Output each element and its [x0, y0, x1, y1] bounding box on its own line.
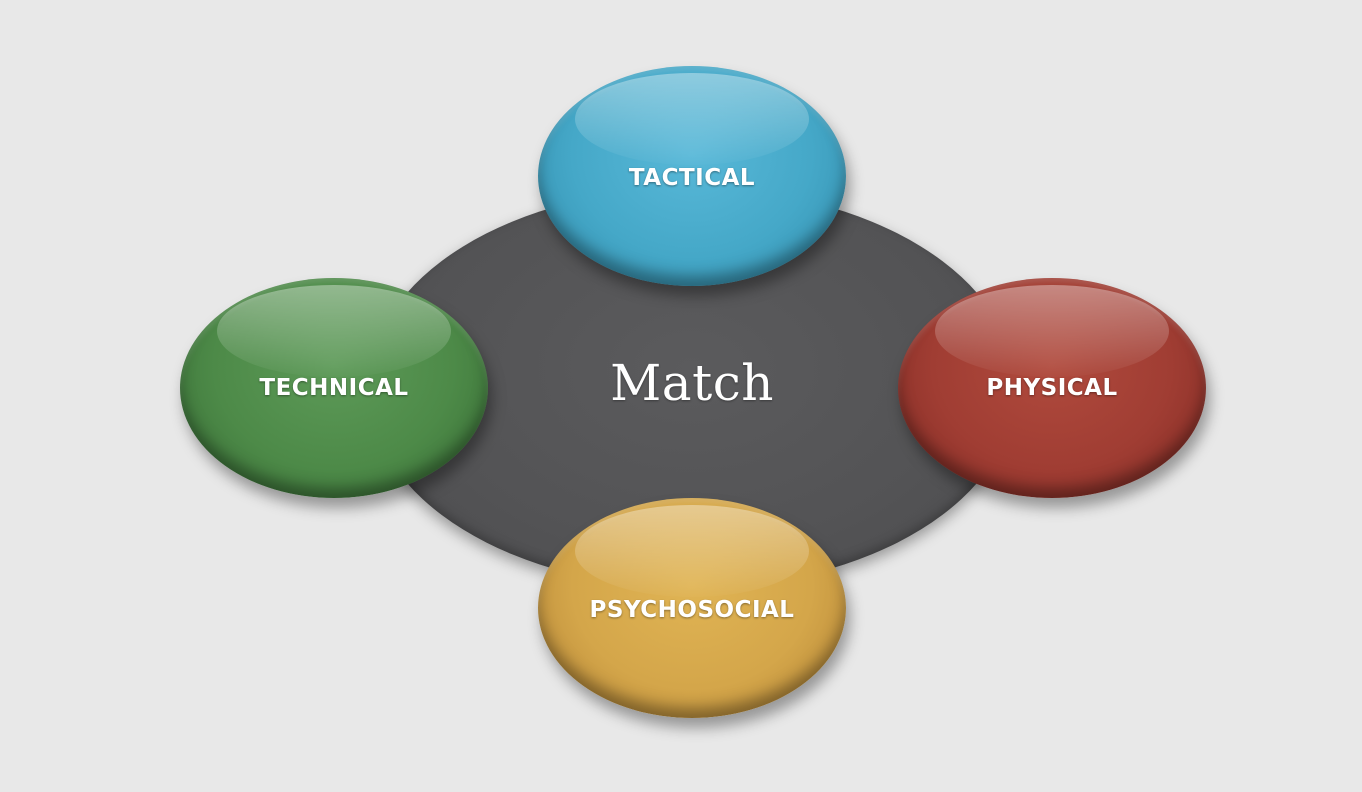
tactical-label: TACTICAL [628, 165, 756, 192]
technical-node: TECHNICAL [180, 278, 488, 498]
center-label: Match [610, 354, 774, 412]
tactical-node: TACTICAL [538, 66, 846, 286]
psychosocial-label: PSYCHOSOCIAL [589, 597, 795, 624]
physical-node: PHYSICAL [898, 278, 1206, 498]
psychosocial-node: PSYCHOSOCIAL [538, 498, 846, 718]
physical-label: PHYSICAL [986, 375, 1118, 401]
technical-label: TECHNICAL [259, 375, 409, 401]
